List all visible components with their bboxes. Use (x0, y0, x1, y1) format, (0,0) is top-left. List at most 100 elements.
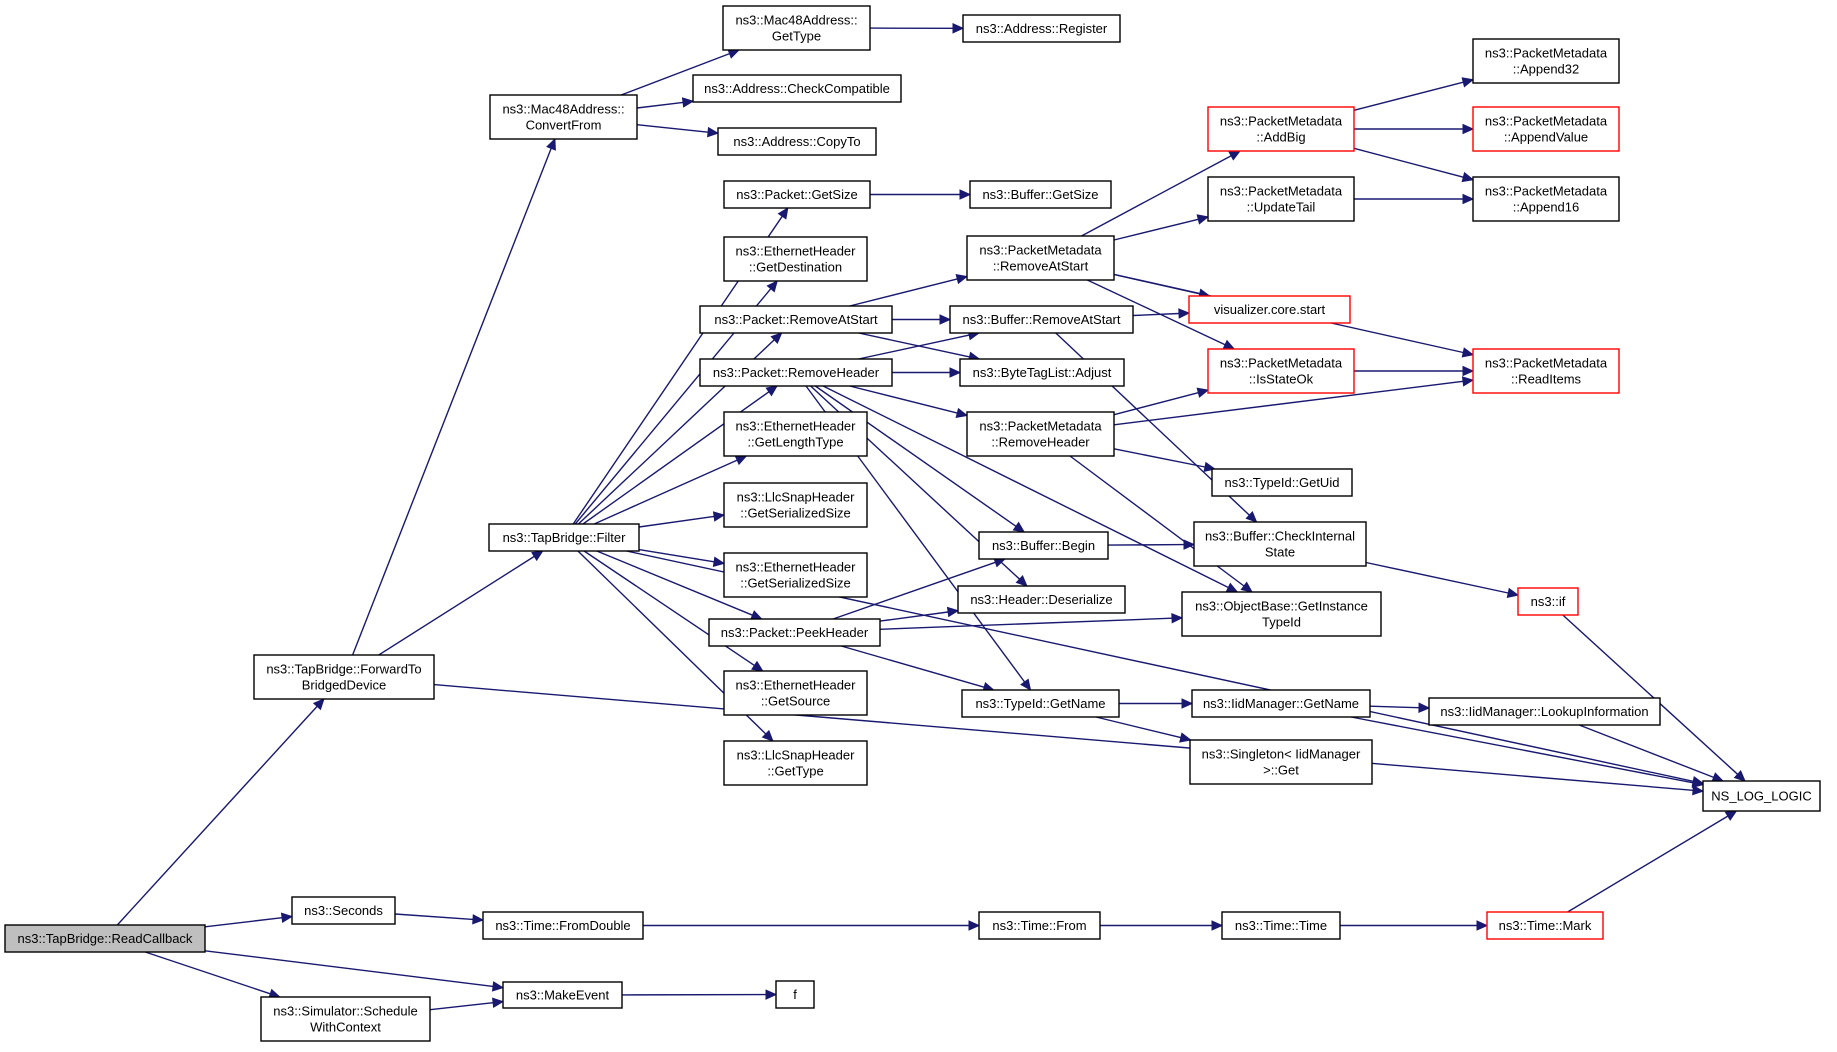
node-label-mac48conv-line-1: ns3::Mac48Address:: (502, 102, 624, 117)
node-label-readcb: ns3::TapBridge::ReadCallback (18, 931, 193, 946)
node-pmstateok[interactable]: ns3::PacketMetadata::IsStateOk (1207, 348, 1355, 394)
arrowhead-filter-to-ethsrc (751, 660, 764, 672)
node-bufsize[interactable]: ns3::Buffer::GetSize (969, 180, 1112, 209)
arrowhead-filter-to-pktsize (777, 206, 789, 220)
node-addrcheck[interactable]: ns3::Address::CheckCompatible (692, 74, 902, 103)
node-label-pmapp16-line-1: ns3::PacketMetadata (1485, 184, 1608, 199)
arrowhead-pmrmstart-to-pmaddbig (1228, 150, 1242, 161)
node-pmaddbig[interactable]: ns3::PacketMetadata::AddBig (1207, 106, 1355, 152)
node-bufbegin[interactable]: ns3::Buffer::Begin (978, 531, 1109, 560)
node-label-makeevent: ns3::MakeEvent (516, 988, 610, 1003)
arrowhead-filter-to-llcser (712, 511, 726, 522)
arrowhead-fromdouble-to-timefrom (968, 920, 981, 931)
node-box-timemark (1486, 911, 1604, 940)
node-mac48conv[interactable]: ns3::Mac48Address::ConvertFrom (489, 94, 638, 140)
node-bufrmstart[interactable]: ns3::Buffer::RemoveAtStart (949, 305, 1134, 334)
node-llcser[interactable]: ns3::LlcSnapHeader::GetSerializedSize (723, 482, 868, 528)
arrowhead-fwd-to-filter (531, 550, 544, 562)
node-readcb[interactable]: ns3::TapBridge::ReadCallback (4, 924, 206, 953)
arrowhead-filter-to-ethser (712, 556, 726, 567)
arrowhead-filter-to-pktpeek (750, 610, 763, 620)
edge-fwd-to-mac48conv (351, 148, 552, 656)
arrowhead-pktrmhdr-to-objtid (1225, 582, 1239, 593)
edge-filter-to-llcser (638, 515, 715, 528)
edge-readcb-to-makeevent (204, 950, 494, 988)
node-ethdest[interactable]: ns3::EthernetHeader::GetDestination (723, 236, 868, 282)
node-box-llctype (723, 740, 868, 786)
node-makeevent[interactable]: ns3::MakeEvent (502, 981, 623, 1009)
arrowhead-pmaddbig-to-pmapp32 (1461, 77, 1475, 88)
node-addrreg[interactable]: ns3::Address::Register (962, 14, 1121, 43)
node-label-addrreg: ns3::Address::Register (976, 21, 1108, 36)
node-ethsrc[interactable]: ns3::EthernetHeader::GetSource (723, 670, 868, 716)
arrowhead-bufcheck-to-nsif (1506, 587, 1520, 599)
node-viz[interactable]: visualizer.core.start (1188, 295, 1351, 324)
node-pktrmstart[interactable]: ns3::Packet::RemoveAtStart (699, 305, 893, 334)
node-filter[interactable]: ns3::TapBridge::Filter (488, 523, 640, 552)
node-pmapp16[interactable]: ns3::PacketMetadata::Append16 (1472, 176, 1620, 222)
node-pmupdtail[interactable]: ns3::PacketMetadata::UpdateTail (1207, 176, 1355, 222)
edge-seconds-to-fromdouble (394, 913, 474, 921)
node-iidlookup[interactable]: ns3::IidManager::LookupInformation (1428, 697, 1661, 726)
node-label-ethser-line-1: ns3::EthernetHeader (736, 560, 857, 575)
arrowhead-fwd-to-mac48conv (546, 137, 556, 151)
node-label-timemark: ns3::Time::Mark (1499, 918, 1592, 933)
node-singleton[interactable]: ns3::Singleton< IidManager>::Get (1189, 739, 1373, 785)
edge-pmrmstart-to-pmupdtail (1113, 218, 1199, 241)
node-box-pmrmstart (966, 235, 1115, 281)
node-pmrmhdr[interactable]: ns3::PacketMetadata::RemoveHeader (966, 411, 1115, 457)
node-mac48type[interactable]: ns3::Mac48Address::GetType (722, 5, 871, 51)
node-label-pktrmstart: ns3::Packet::RemoveAtStart (714, 312, 878, 327)
node-addrcopy[interactable]: ns3::Address::CopyTo (717, 127, 877, 156)
edge-pmrmstart-to-pmaddbig (1081, 155, 1232, 237)
node-pmapp32[interactable]: ns3::PacketMetadata::Append32 (1472, 38, 1620, 84)
arrowhead-seconds-to-fromdouble (472, 914, 485, 925)
node-box-makeevent (502, 981, 623, 1009)
arrowhead-filter-to-llctype (761, 729, 774, 742)
node-nsif[interactable]: ns3::if (1517, 587, 1579, 616)
node-label-fromdouble: ns3::Time::FromDouble (495, 918, 630, 933)
node-timetime[interactable]: ns3::Time::Time (1221, 911, 1341, 940)
node-timemark[interactable]: ns3::Time::Mark (1486, 911, 1604, 940)
node-ethser[interactable]: ns3::EthernetHeader::GetSerializedSize (723, 552, 868, 598)
node-timefrom[interactable]: ns3::Time::From (978, 911, 1101, 940)
node-pktsize[interactable]: ns3::Packet::GetSize (723, 180, 871, 209)
node-pktrmhdr[interactable]: ns3::Packet::RemoveHeader (699, 358, 893, 387)
edge-pmrmhdr-to-pmstateok (1113, 392, 1199, 416)
node-label-pmstateok-line-2: ::IsStateOk (1249, 372, 1314, 387)
node-box-iidlookup (1428, 697, 1661, 726)
node-label-singleton-line-2: >::Get (1263, 763, 1299, 778)
node-pmread[interactable]: ns3::PacketMetadata::ReadItems (1472, 348, 1620, 394)
node-nslog[interactable]: NS_LOG_LOGIC (1702, 780, 1821, 812)
node-label-pmapp32-line-2: ::Append32 (1513, 62, 1580, 77)
node-iidname[interactable]: ns3::IidManager::GetName (1191, 689, 1371, 718)
node-seconds[interactable]: ns3::Seconds (291, 896, 396, 925)
node-pktpeek[interactable]: ns3::Packet::PeekHeader (708, 618, 881, 647)
arrowhead-tidname-to-singleton (1179, 732, 1192, 743)
node-f[interactable]: f (775, 980, 815, 1009)
node-label-pmrmhdr-line-1: ns3::PacketMetadata (979, 419, 1102, 434)
node-label-pktrmhdr: ns3::Packet::RemoveHeader (713, 365, 880, 380)
node-box-nsif (1517, 587, 1579, 616)
node-fromdouble[interactable]: ns3::Time::FromDouble (482, 911, 644, 940)
node-tidname[interactable]: ns3::TypeId::GetName (961, 689, 1120, 718)
arrowhead-pmrmstart-to-pmstateok (1222, 339, 1236, 350)
node-bytetag[interactable]: ns3::ByteTagList::Adjust (959, 358, 1125, 387)
node-box-singleton (1189, 739, 1373, 785)
arrowhead-pmstateok-to-pmread (1462, 365, 1475, 377)
node-pmrmstart[interactable]: ns3::PacketMetadata::RemoveAtStart (966, 235, 1115, 281)
node-layer: ns3::TapBridge::ReadCallback ns3::TapBrid… (4, 5, 1821, 1042)
node-box-viz (1188, 295, 1351, 324)
node-label-pmrmstart-line-2: ::RemoveAtStart (993, 259, 1089, 274)
node-pmappval[interactable]: ns3::PacketMetadata::AppendValue (1472, 106, 1620, 152)
node-ethlen[interactable]: ns3::EthernetHeader::GetLengthType (723, 411, 868, 457)
edge-filter-to-pktpeek (596, 550, 753, 616)
node-hdrdeser[interactable]: ns3::Header::Deserialize (957, 585, 1126, 614)
edge-nsif-to-nslog (1562, 614, 1739, 775)
node-llctype[interactable]: ns3::LlcSnapHeader::GetType (723, 740, 868, 786)
node-tiduid[interactable]: ns3::TypeId::GetUid (1211, 468, 1353, 497)
